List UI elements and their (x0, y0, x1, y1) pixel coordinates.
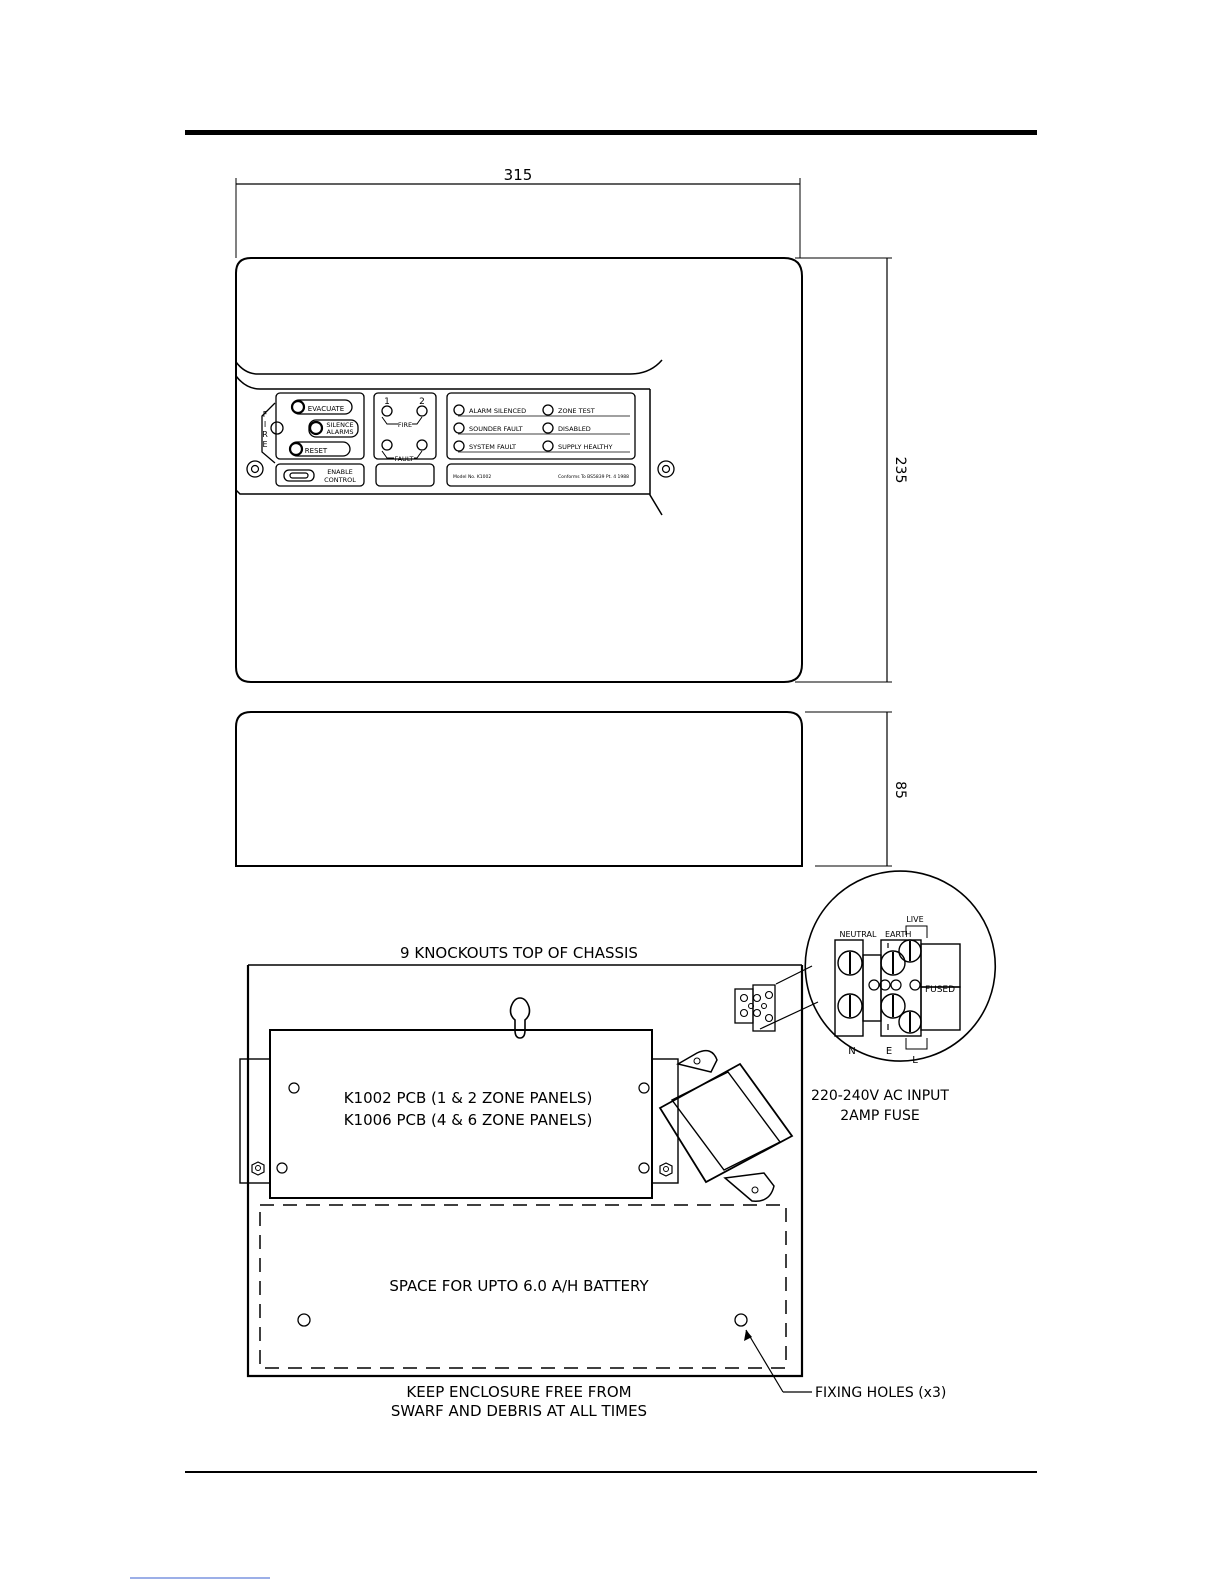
indicator-zone-test: ZONE TEST (558, 407, 595, 415)
transformer-icon (658, 1049, 794, 1202)
zone1-fault-led-icon (381, 439, 393, 451)
fused-label: FUSED (925, 985, 955, 995)
alarm-silenced-led-icon (453, 404, 465, 416)
evacuate-label: EVACUATE (308, 405, 344, 413)
depth-dimension: 85 (805, 711, 908, 867)
fixing-hole-icon (297, 1313, 311, 1327)
system-fault-led-icon (453, 440, 465, 452)
width-dimension: 315 (235, 166, 801, 258)
left-screw-icon (246, 460, 264, 478)
zone-test-led-icon (542, 404, 554, 416)
fixing-holes-label: FIXING HOLES (x3) (815, 1385, 946, 1401)
neutral-screw-icon (837, 950, 863, 1019)
pcb-mount-hole-icon (276, 1162, 288, 1174)
left-nut-icon (251, 1161, 265, 1176)
earth-screw-icon (880, 950, 906, 1019)
fire-letter-r: R (262, 430, 268, 439)
width-label: 315 (504, 166, 533, 184)
button-group (275, 392, 365, 460)
height-label: 235 (892, 457, 908, 484)
battery-space (259, 1204, 787, 1369)
terminal-block-icon (734, 984, 776, 1032)
header-rule (185, 130, 1037, 135)
disabled-led-icon (542, 422, 554, 434)
front-view: F I R E EVACUATE SILENCE ALARMS RESET (235, 257, 803, 683)
indicator-sounder-fault: SOUNDER FAULT (469, 425, 523, 433)
sounder-fault-led-icon (453, 422, 465, 434)
input-label-1: 220-240V AC INPUT (811, 1088, 949, 1104)
pcb-mount-hole-icon (638, 1162, 650, 1174)
pcb-left-bracket (239, 1058, 271, 1184)
control-label: CONTROL (324, 476, 356, 484)
depth-label: 85 (892, 781, 908, 799)
model-plate (446, 463, 636, 487)
warning-label-2: SWARF AND DEBRIS AT ALL TIMES (391, 1402, 647, 1420)
silence-alarms-button[interactable]: SILENCE ALARMS (308, 419, 359, 438)
supply-healthy-led-icon (542, 440, 554, 452)
right-nut-icon (659, 1162, 673, 1177)
indicator-disabled: DISABLED (558, 425, 591, 433)
pcb-right-bracket (651, 1058, 679, 1184)
earth-label: EARTH (885, 930, 911, 939)
height-dimension: 235 (795, 257, 908, 683)
chassis-view: 9 KNOCKOUTS TOP OF CHASSIS K1002 PCB (1 … (239, 944, 946, 1420)
indicator-alarm-silenced: ALARM SILENCED (469, 407, 526, 415)
terminal-e-label: E (886, 1046, 892, 1057)
terminal-detail: NEUTRAL EARTH LIVE FUSED (759, 870, 997, 1124)
zone-box (373, 392, 437, 460)
live-screw-icon (898, 939, 922, 1034)
zone-fault-label: FAULT (394, 455, 413, 463)
pcb-label-1: K1002 PCB (1 & 2 ZONE PANELS) (344, 1089, 593, 1107)
battery-label: SPACE FOR UPTO 6.0 A/H BATTERY (389, 1277, 649, 1295)
zone-label-slot (375, 463, 435, 487)
evacuate-button[interactable]: EVACUATE (290, 399, 353, 415)
warning-label-1: KEEP ENCLOSURE FREE FROM (406, 1383, 631, 1401)
pcb-mount-hole-icon (638, 1082, 650, 1094)
silence-label: SILENCE (326, 421, 353, 429)
model-number: Model No. K1002 (453, 474, 491, 480)
alarms-label: ALARMS (327, 428, 354, 436)
indicator-supply-healthy: SUPPLY HEALTHY (558, 443, 613, 451)
knockouts-label: 9 KNOCKOUTS TOP OF CHASSIS (400, 944, 638, 962)
zone2-fire-led-icon (416, 405, 428, 417)
terminal-l-label: L (912, 1055, 918, 1066)
fixing-hole-icon (734, 1313, 748, 1327)
side-view (235, 711, 803, 867)
reset-button[interactable]: RESET (288, 441, 351, 457)
enable-control-keyswitch[interactable]: ENABLE CONTROL (275, 463, 365, 487)
indicator-box (446, 392, 636, 460)
fire-letter-f: F (263, 410, 268, 419)
enable-label: ENABLE (327, 468, 353, 476)
zone2-fault-led-icon (416, 439, 428, 451)
pcb-mount-hole-icon (288, 1082, 300, 1094)
zone1-label: 1 (384, 397, 390, 407)
fire-letter-e: E (262, 440, 267, 449)
terminal-n-label: N (848, 1046, 855, 1057)
indicator-system-fault: SYSTEM FAULT (469, 443, 516, 451)
zone2-label: 2 (419, 397, 425, 407)
conformance: Conforms To BS5839 Pt. 4 1988 (558, 474, 629, 480)
input-label-2: 2AMP FUSE (840, 1108, 920, 1124)
footer-rule (185, 1471, 1037, 1473)
leader-arrow-icon (744, 1330, 752, 1341)
keyhole-icon (509, 997, 531, 1039)
neutral-label: NEUTRAL (840, 930, 877, 939)
pcb-label-2: K1006 PCB (4 & 6 ZONE PANELS) (344, 1111, 593, 1129)
fire-letter-i: I (264, 420, 266, 429)
zone-fire-label: FIRE (398, 421, 412, 429)
reset-label: RESET (305, 447, 328, 455)
right-screw-icon (657, 460, 675, 478)
live-label: LIVE (906, 915, 923, 924)
fire-indicator-icon (270, 421, 284, 435)
zone1-fire-led-icon (381, 405, 393, 417)
